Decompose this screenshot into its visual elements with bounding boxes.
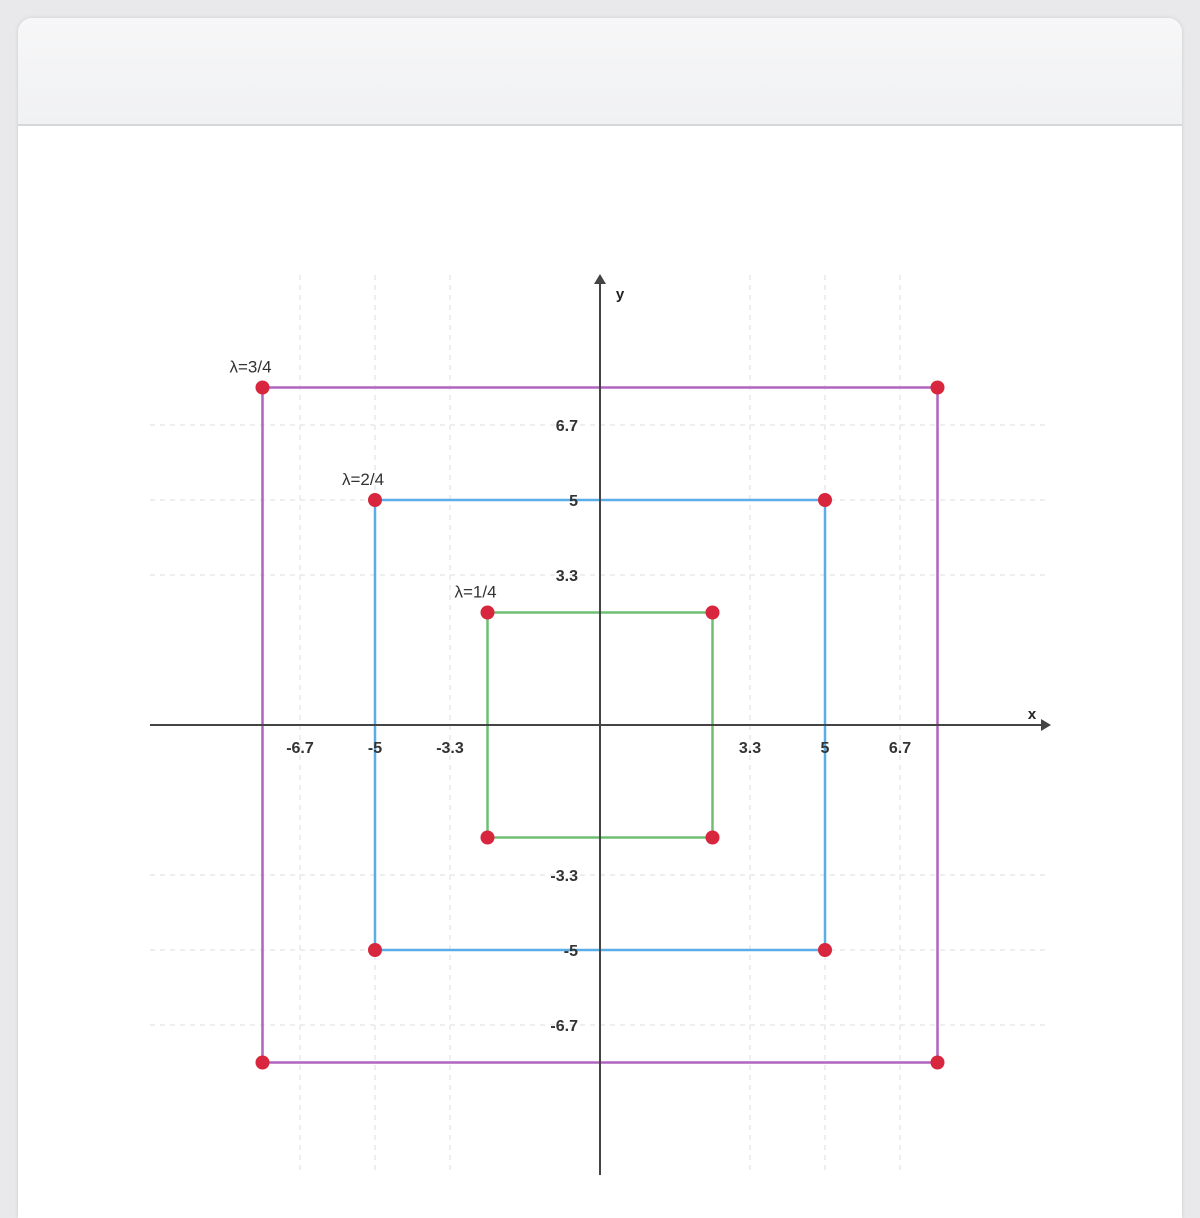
vertex-point [480,605,495,620]
vertex-point [930,380,945,395]
y-tick-label: -3.3 [550,868,578,885]
vertex-point [930,1055,945,1070]
vertex-point [818,493,832,507]
series-label: λ=2/4 [342,470,384,489]
window-header [18,18,1182,126]
vertex-point [368,943,382,957]
vertex-point [255,380,270,395]
vertex-point [705,830,720,845]
x-axis-label: x [1028,706,1037,723]
vertex-point [480,830,495,845]
series-label: λ=3/4 [229,358,271,377]
y-tick-label: -5 [564,943,578,960]
vertex-point [368,493,382,507]
y-axis-label: y [616,286,625,303]
y-tick-label: -6.7 [550,1018,578,1035]
x-tick-label: 5 [821,740,830,757]
series-label: λ=1/4 [454,583,496,602]
x-tick-label: -5 [368,740,382,757]
vertex-point [705,605,720,620]
y-tick-label: 6.7 [556,418,578,435]
y-tick-label: 3.3 [556,568,578,585]
x-tick-label: 3.3 [739,740,761,757]
y-tick-label: 5 [569,493,578,510]
x-tick-label: -3.3 [436,740,464,757]
y-axis-arrow [594,274,606,284]
vertex-point [255,1055,270,1070]
vertex-point [818,943,832,957]
x-tick-label: -6.7 [286,740,314,757]
x-tick-label: 6.7 [889,740,911,757]
x-axis-arrow [1041,719,1051,731]
